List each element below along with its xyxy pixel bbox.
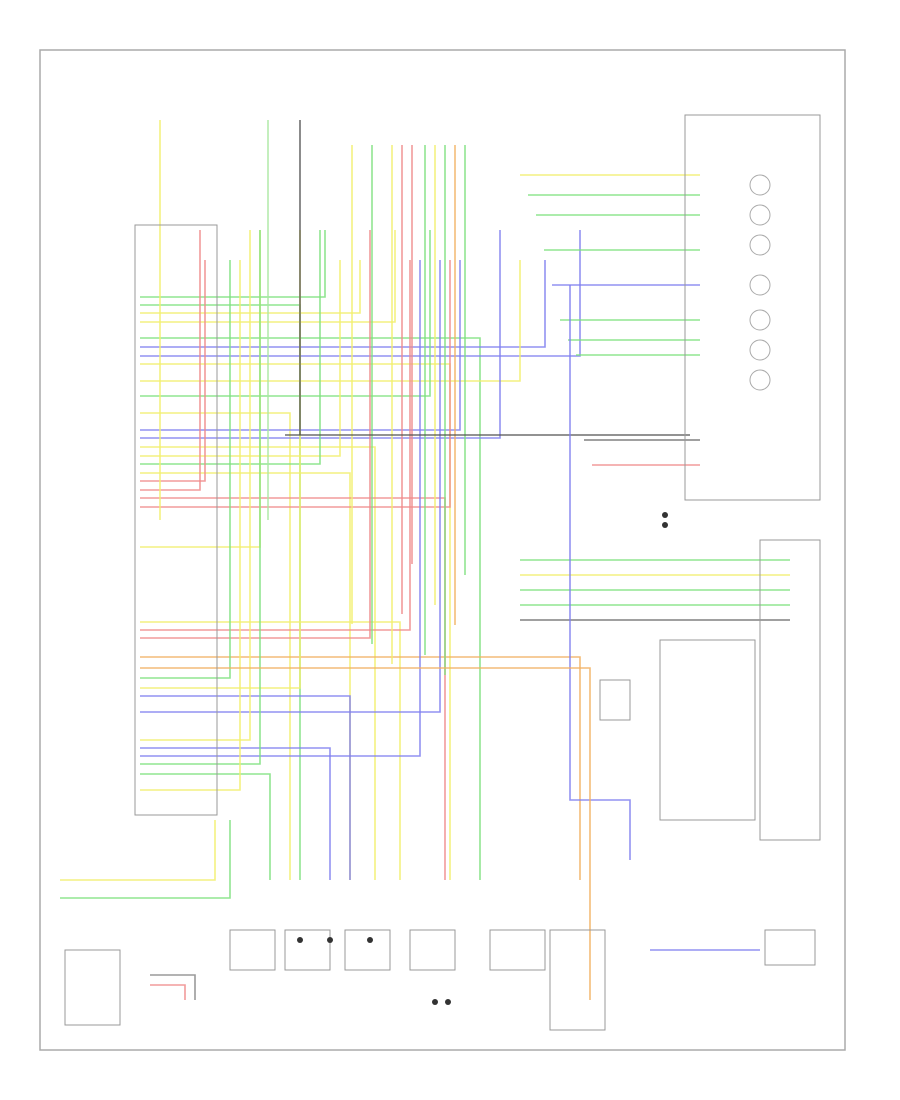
wire-red (140, 260, 206, 482)
ground-point-icon (327, 937, 333, 943)
ground-point-icon (367, 937, 373, 943)
ground-point-icon (432, 999, 438, 1005)
wires (60, 120, 790, 1000)
wire-yellow (140, 230, 396, 323)
ground-point-icon (297, 937, 303, 943)
sensor-wire-yellow (60, 820, 216, 881)
sensor-1 (284, 929, 331, 971)
wire-yellow (140, 260, 521, 382)
sensor-4 (489, 929, 546, 971)
sensor-5 (549, 929, 606, 1031)
wire-green (140, 260, 231, 679)
wire-blue (140, 260, 421, 757)
wire-red (140, 230, 201, 491)
wire-green (140, 304, 301, 880)
wire-blue (140, 260, 546, 348)
components (64, 114, 821, 1031)
indicator-lamp-icon (749, 234, 771, 256)
wire-blue (140, 260, 461, 431)
pcm-connector (134, 224, 218, 816)
wire-green (140, 337, 481, 880)
wire-red (140, 230, 371, 639)
sensor-3 (409, 929, 456, 971)
wire-yellow (140, 621, 401, 880)
ground-wire-red (150, 984, 186, 1000)
wire-green (140, 230, 326, 298)
wire-green (140, 773, 271, 880)
wire-blue (140, 695, 351, 880)
ground-point-icon (662, 522, 668, 528)
ground-point-icon (662, 512, 668, 518)
wire-red (140, 260, 451, 508)
indicator-panel (659, 639, 756, 821)
indicator-lamp-icon (749, 174, 771, 196)
indicator-lamp-icon (749, 339, 771, 361)
vss-wire (569, 285, 631, 860)
indicator-lamp-icon (749, 204, 771, 226)
wire-yellow (140, 260, 361, 314)
instrument-cluster (684, 114, 821, 501)
relay (599, 679, 631, 721)
ground-point-icon (445, 999, 451, 1005)
wire-yellow (140, 412, 291, 880)
sensor-0 (229, 929, 276, 971)
wire-yellow (140, 230, 301, 689)
indicator-lamp-icon (749, 309, 771, 331)
wire-green (140, 230, 261, 765)
wire-yellow (140, 446, 376, 880)
wire-yellow (140, 230, 251, 741)
wire-green (140, 230, 431, 397)
wire-blue (140, 230, 581, 357)
diagram-frame (39, 49, 846, 1051)
orange-wire (140, 667, 591, 1000)
sensor-wire-green (60, 820, 231, 899)
wire-orange (140, 656, 581, 880)
engine-speed-sensor (64, 949, 121, 1026)
wire-yellow (140, 260, 341, 457)
wire-yellow (140, 472, 351, 880)
ground-wire-gray (150, 974, 196, 1000)
sensor-2 (344, 929, 391, 971)
gauge-panel (759, 539, 821, 841)
indicator-lamp-icon (749, 274, 771, 296)
indicator-lamp-icon (749, 369, 771, 391)
wire-yellow (140, 260, 241, 791)
vehicle-speed-sensor (764, 929, 816, 966)
wire-blue (140, 747, 331, 880)
